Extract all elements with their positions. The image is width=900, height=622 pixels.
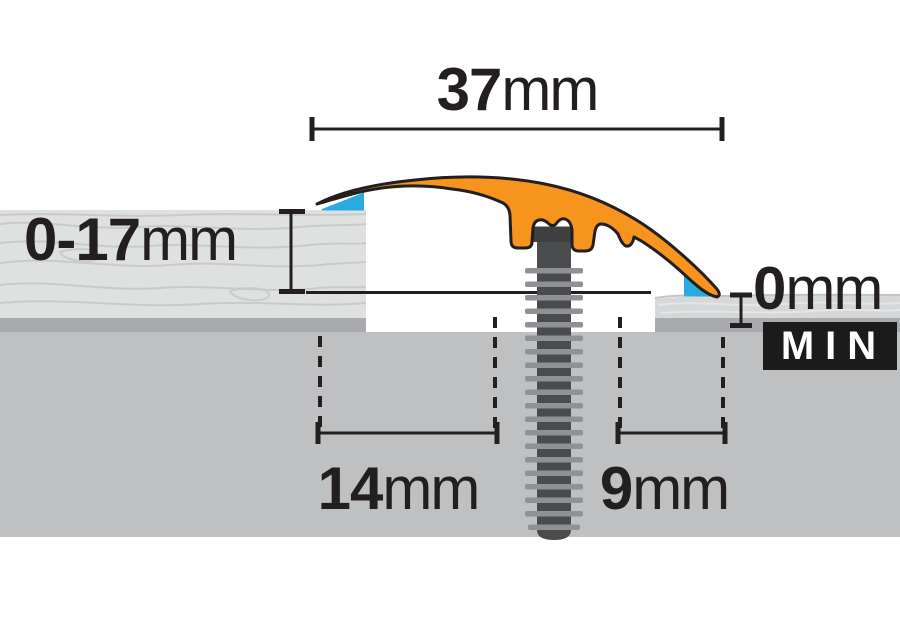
transition-profile-graphic xyxy=(315,175,721,299)
bottom-right-channel-value: 9 xyxy=(599,455,633,522)
bottom-right-channel-label: 9mm xyxy=(589,459,739,519)
bottom-left-channel-label: 14mm xyxy=(312,459,484,519)
left-height-range-unit: mm xyxy=(140,206,238,273)
bottom-right-dimension-line xyxy=(615,422,728,444)
screw-threads xyxy=(525,268,583,530)
top-width-label: 37mm xyxy=(312,60,722,120)
top-width-unit: mm xyxy=(501,56,599,123)
bottom-left-channel-value: 14 xyxy=(317,455,384,522)
left-height-range-value: 0-17 xyxy=(24,206,141,273)
screw-head xyxy=(525,226,585,242)
top-width-dimension-line xyxy=(309,117,725,141)
left-height-dimension-line xyxy=(279,209,305,294)
right-min-height-dimension-line xyxy=(730,292,752,328)
dashed-reference-lines xyxy=(318,317,725,430)
bottom-left-channel-unit: mm xyxy=(382,455,480,522)
left-wedge xyxy=(322,192,364,211)
right-min-height-unit: mm xyxy=(785,255,883,322)
wood-grain-texture xyxy=(0,213,367,307)
right-floor-graphic xyxy=(654,293,900,318)
left-height-range-label: 0-17mm xyxy=(24,210,238,270)
right-min-height-label: 0mm xyxy=(753,259,883,319)
screw-graphic xyxy=(525,226,585,540)
top-width-value: 37 xyxy=(436,56,503,123)
right-min-height-value: 0 xyxy=(753,255,786,322)
bottom-right-channel-unit: mm xyxy=(632,455,730,522)
bottom-left-dimension-line xyxy=(315,422,500,444)
wood-floor-graphic xyxy=(0,210,367,318)
min-badge: MIN xyxy=(763,322,897,370)
